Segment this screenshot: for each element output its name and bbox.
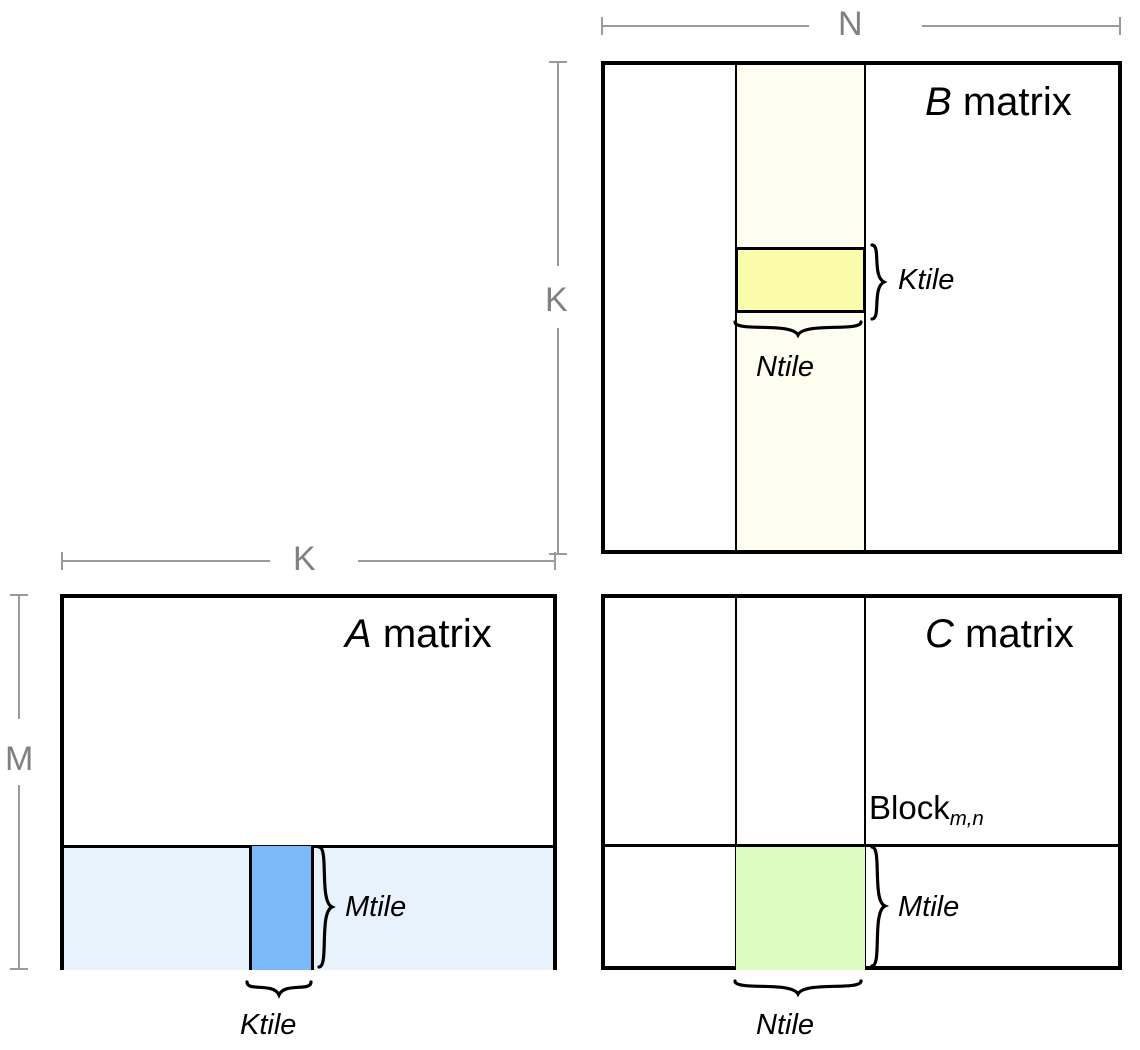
dimension-k-horizontal-cap-right — [554, 552, 556, 570]
dimension-k-horizontal-line-left — [61, 560, 270, 562]
dimension-m-label: M — [5, 740, 34, 778]
a-matrix-title-word: matrix — [382, 612, 492, 656]
b-matrix-box — [601, 61, 1122, 554]
c-matrix-divider-right — [864, 598, 866, 966]
b-matrix-ktile-ntile-block — [735, 247, 866, 313]
dimension-n-label: N — [838, 5, 863, 43]
c-matrix-title-word: matrix — [965, 612, 1074, 656]
dimension-m-line-bottom — [18, 785, 20, 969]
dimension-n-cap-right — [1119, 17, 1121, 35]
b-ntile-label: Ntile — [756, 351, 815, 383]
a-ktile-brace-icon — [245, 980, 313, 999]
dimension-k-horizontal-line-right — [358, 560, 556, 562]
c-matrix-box — [601, 594, 1122, 970]
c-ntile-brace-icon — [733, 979, 863, 998]
a-mtile-label: Mtile — [345, 891, 407, 923]
dimension-m-line-top — [18, 594, 20, 719]
b-matrix-title-word: matrix — [962, 80, 1072, 124]
dimension-n-line-left — [601, 25, 809, 27]
dimension-k-horizontal-label: K — [293, 540, 316, 578]
a-matrix-title-var: A — [345, 612, 372, 656]
b-ktile-brace-icon — [870, 243, 888, 321]
dimension-k-vertical-line-top — [557, 61, 559, 266]
c-matrix-block-label: Blockm,n — [869, 789, 984, 829]
dimension-m-cap-bottom — [10, 968, 28, 970]
c-matrix-title-var: C — [925, 612, 954, 656]
dimension-n-line-right — [922, 25, 1120, 27]
a-mtile-brace-icon — [317, 845, 336, 969]
a-matrix-ktile-block — [249, 846, 314, 970]
b-matrix-title-var: B — [925, 80, 952, 124]
c-matrix-mtile-ntile-block — [736, 847, 865, 970]
b-ktile-label: Ktile — [898, 264, 955, 296]
c-matrix-row-divider — [605, 844, 1118, 847]
c-matrix-divider-left — [735, 598, 737, 966]
a-ktile-label: Ktile — [240, 1009, 297, 1041]
b-ntile-brace-icon — [733, 320, 863, 339]
c-mtile-label: Mtile — [898, 891, 960, 923]
dimension-k-vertical-line-bottom — [557, 328, 559, 554]
c-ntile-label: Ntile — [756, 1009, 815, 1041]
a-matrix-box — [60, 594, 557, 970]
dimension-k-vertical-label: K — [545, 281, 568, 319]
dimension-k-vertical-cap-bottom — [549, 553, 567, 555]
c-matrix-title: C matrix — [925, 614, 1074, 654]
c-matrix-block-label-base: Block — [869, 789, 950, 826]
c-mtile-brace-icon — [870, 845, 890, 968]
a-matrix-title: A matrix — [345, 614, 492, 654]
b-matrix-title: B matrix — [925, 82, 1072, 122]
c-matrix-block-label-subscript: m,n — [949, 807, 984, 831]
